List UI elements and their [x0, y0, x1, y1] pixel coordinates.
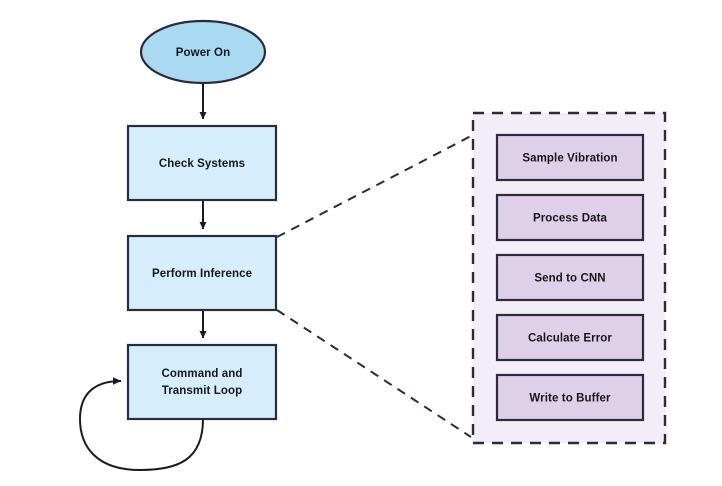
process-rect — [126, 234, 278, 312]
node-label-power-on: Power On — [176, 47, 230, 59]
callout-line-top — [276, 135, 472, 238]
panel-step-write-to-buffer[interactable]: Write to Buffer — [495, 373, 645, 422]
node-label-command-line1: Command and — [162, 368, 243, 380]
step-label: Calculate Error — [528, 333, 612, 345]
node-power-on[interactable]: Power On — [139, 19, 267, 85]
panel-step-sample-vibration[interactable]: Sample Vibration — [495, 133, 645, 182]
panel-step-process-data[interactable]: Process Data — [495, 193, 645, 242]
panel-step-calculate-error[interactable]: Calculate Error — [495, 313, 645, 362]
callout-line-bottom — [276, 309, 472, 438]
process-rect — [126, 343, 278, 421]
start-ellipse — [139, 19, 267, 85]
arrow-self-loop-command-transmit — [78, 377, 204, 472]
inference-detail-panel: Sample Vibration Process Data Send to CN… — [471, 111, 667, 445]
step-box — [495, 193, 645, 242]
node-label-check-systems: Check Systems — [159, 158, 245, 170]
step-box — [495, 253, 645, 302]
panel-dashed-border — [471, 111, 667, 445]
panel-step-send-to-cnn[interactable]: Send to CNN — [495, 253, 645, 302]
step-box — [495, 313, 645, 362]
step-label: Send to CNN — [534, 273, 605, 285]
step-label: Write to Buffer — [529, 393, 611, 405]
node-command-transmit-loop[interactable]: Command and Transmit Loop — [126, 343, 278, 421]
process-rect — [126, 124, 278, 202]
step-box — [495, 373, 645, 422]
node-label-perform-inference: Perform Inference — [152, 268, 252, 280]
node-perform-inference[interactable]: Perform Inference — [126, 234, 278, 312]
step-label: Sample Vibration — [522, 153, 617, 165]
step-label: Process Data — [533, 213, 608, 225]
step-box — [495, 133, 645, 182]
node-label-command-line2: Transmit Loop — [162, 385, 243, 397]
node-check-systems[interactable]: Check Systems — [126, 124, 278, 202]
